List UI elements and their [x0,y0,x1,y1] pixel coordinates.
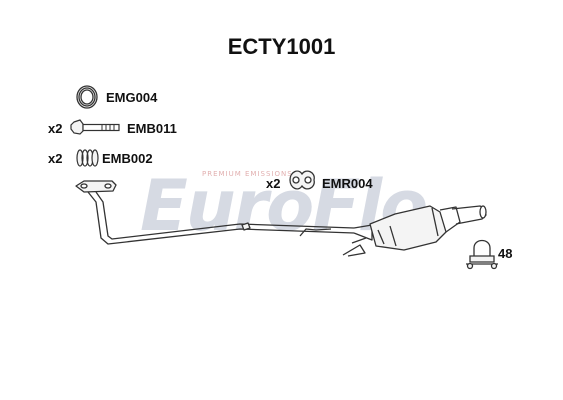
part-qty-spring: x2 [48,151,63,166]
part-code-clamp: 48 [498,246,513,261]
u-clamp-icon [466,239,498,270]
pipe-bracket [299,228,332,237]
diagram-title: ECTY1001 [227,34,336,59]
part-qty-bolt: x2 [48,121,63,136]
part-qty-mount: x2 [266,176,281,191]
part-code-gasket: EMG004 [106,90,158,105]
bolt-icon [70,119,120,135]
part-code-mount: EMR004 [322,176,373,191]
gasket-ring-icon [76,85,98,109]
rubber-mount-icon [289,170,315,190]
exhaust-pipe [75,180,487,257]
spring-icon [76,149,99,167]
part-code-bolt: EMB011 [127,121,177,136]
part-code-spring: EMB002 [102,151,153,166]
watermark-tagline: PREMIUM EMISSIONS [202,170,293,178]
